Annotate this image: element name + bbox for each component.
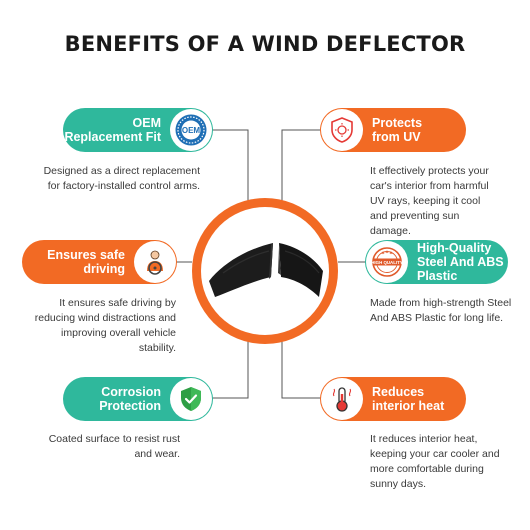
benefit-quality-description: Made from high-strength Steel And ABS Pl… — [370, 297, 512, 324]
benefit-corrosion-description: Coated surface to resist rust and wear. — [48, 433, 180, 460]
benefit-oem-description: Designed as a direct replacement for fac… — [43, 165, 200, 192]
benefit-uv-description: It effectively protects your car's inter… — [370, 165, 489, 237]
benefit-quality-title: High-Quality Steel And ABS Plastic — [417, 241, 504, 283]
thermometer-icon — [332, 387, 352, 412]
benefit-heat-description: It reduces interior heat, keeping your c… — [370, 433, 500, 490]
uv-shield-icon-holder — [321, 109, 363, 151]
center-product-image — [201, 207, 329, 335]
benefit-safe-pill: Ensures safe driving — [22, 240, 177, 284]
shield-check-icon — [181, 387, 201, 411]
center-product-ring — [192, 198, 338, 344]
thermometer-icon-holder — [321, 378, 363, 420]
benefit-oem-title: OEM Replacement Fit — [64, 116, 161, 144]
oem-badge-text: OEM — [182, 126, 201, 135]
driver-steering-icon — [147, 250, 163, 275]
connector-heat — [281, 326, 325, 399]
benefit-heat-title: Reduces interior heat — [372, 385, 445, 413]
benefit-quality-pill: HIGH QUALITY High-Quality Steel And ABS … — [365, 240, 508, 284]
benefit-safe-title: Ensures safe driving — [47, 248, 125, 276]
connector-oem — [210, 129, 249, 215]
oem-badge-icon: OEM — [175, 114, 207, 146]
wind-deflector-product-icon — [209, 243, 323, 297]
benefit-safe-description: It ensures safe driving by reducing wind… — [34, 297, 176, 354]
benefit-heat-pill: Reduces interior heat — [320, 377, 466, 421]
shield-check-icon-holder — [170, 378, 212, 420]
connector-uv — [281, 129, 325, 215]
connector-corrosion — [210, 326, 249, 399]
uv-shield-icon — [331, 117, 353, 143]
benefit-oem-pill: OEM Replacement Fit OEM — [63, 108, 213, 152]
benefit-uv-pill: Protects from UV — [320, 108, 466, 152]
benefit-uv-title: Protects from UV — [372, 116, 423, 144]
high-quality-stamp-icon-holder: HIGH QUALITY — [366, 241, 408, 283]
benefit-corrosion-pill: Corrosion Protection — [63, 377, 213, 421]
oem-badge-icon-holder: OEM — [170, 109, 212, 151]
driver-steering-icon-holder — [134, 241, 176, 283]
benefit-corrosion-title: Corrosion Protection — [99, 385, 161, 413]
page-title: BENEFITS OF A WIND DEFLECTOR — [64, 32, 466, 56]
high-quality-stamp-text: HIGH QUALITY — [371, 260, 403, 265]
high-quality-stamp-icon: HIGH QUALITY — [371, 247, 403, 277]
